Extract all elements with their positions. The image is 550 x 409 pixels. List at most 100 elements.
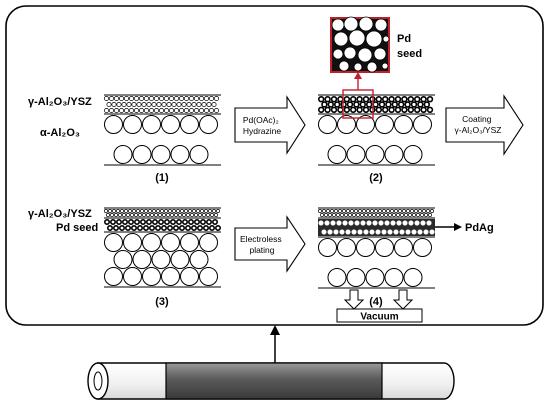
particle bbox=[134, 219, 141, 226]
particle bbox=[134, 95, 140, 101]
particle bbox=[189, 250, 209, 269]
particle bbox=[392, 213, 397, 218]
particle bbox=[164, 219, 171, 226]
particle bbox=[123, 267, 142, 286]
particle bbox=[191, 101, 197, 107]
particle bbox=[152, 219, 159, 226]
zoom-particle bbox=[343, 46, 357, 60]
particle bbox=[410, 101, 418, 108]
particle bbox=[390, 209, 395, 214]
particle bbox=[378, 101, 386, 108]
particle bbox=[356, 238, 375, 257]
particle bbox=[208, 209, 213, 214]
particle bbox=[321, 101, 328, 108]
particle bbox=[134, 213, 139, 218]
particle bbox=[180, 209, 185, 214]
particle bbox=[123, 209, 128, 214]
particle bbox=[375, 238, 394, 257]
particle bbox=[426, 106, 434, 114]
particle bbox=[337, 238, 356, 257]
particle bbox=[149, 95, 155, 101]
particle bbox=[374, 209, 379, 214]
pdag-pointer bbox=[435, 223, 462, 231]
particle bbox=[142, 115, 161, 134]
particle bbox=[170, 213, 175, 218]
particle bbox=[212, 209, 217, 214]
particle bbox=[420, 220, 426, 226]
particle bbox=[129, 107, 135, 113]
zoom-particle bbox=[358, 16, 374, 32]
particle bbox=[426, 220, 432, 226]
step-label-4: (4) bbox=[369, 296, 383, 308]
particle bbox=[146, 219, 153, 226]
particle bbox=[384, 268, 404, 287]
particle bbox=[413, 115, 432, 134]
particle bbox=[142, 213, 147, 218]
particle bbox=[345, 229, 351, 235]
particle bbox=[353, 101, 360, 108]
zoom-particle bbox=[382, 35, 390, 43]
particle bbox=[104, 115, 123, 134]
particle bbox=[188, 209, 193, 214]
particle bbox=[330, 209, 335, 214]
step-label-2: (2) bbox=[369, 172, 383, 184]
particle bbox=[390, 220, 396, 226]
particle bbox=[113, 225, 120, 232]
particle bbox=[346, 101, 354, 108]
particle bbox=[412, 213, 417, 218]
particle bbox=[404, 213, 409, 218]
particle bbox=[324, 95, 331, 103]
particle bbox=[174, 107, 180, 113]
particle bbox=[110, 219, 117, 226]
particle bbox=[140, 219, 147, 226]
particle bbox=[318, 106, 325, 114]
particle bbox=[149, 107, 155, 113]
zoom-particle bbox=[381, 62, 389, 70]
svg-text:Coating γ-Al₂O₃/YSZ: Coating γ-Al₂O₃/YSZ bbox=[455, 114, 502, 135]
particle bbox=[376, 213, 381, 218]
particle bbox=[384, 220, 390, 226]
particle bbox=[123, 95, 129, 101]
particle bbox=[176, 209, 181, 214]
particle bbox=[155, 225, 162, 232]
particle bbox=[328, 213, 333, 218]
particle bbox=[184, 209, 189, 214]
particle bbox=[203, 225, 210, 232]
particle bbox=[359, 101, 366, 108]
particle bbox=[119, 209, 124, 214]
particle bbox=[131, 225, 138, 232]
particle bbox=[143, 225, 150, 232]
particle bbox=[414, 95, 421, 103]
particle bbox=[209, 107, 215, 113]
particle bbox=[151, 145, 171, 164]
particle bbox=[192, 209, 197, 214]
particle bbox=[176, 101, 182, 107]
particle bbox=[394, 95, 402, 103]
particle bbox=[199, 115, 218, 134]
arrow-coating-gamma: Coating γ-Al₂O₃/YSZ bbox=[445, 94, 524, 156]
particle bbox=[159, 107, 165, 113]
particle bbox=[318, 220, 324, 226]
particle bbox=[327, 229, 333, 235]
particle bbox=[391, 101, 398, 108]
particle bbox=[318, 209, 323, 214]
particle bbox=[158, 213, 163, 218]
particle bbox=[148, 209, 153, 214]
particle bbox=[399, 229, 405, 235]
zoom-particle bbox=[365, 30, 383, 48]
particle bbox=[385, 101, 392, 108]
particle bbox=[116, 101, 122, 107]
particle bbox=[346, 268, 366, 287]
particle bbox=[210, 213, 215, 218]
particle bbox=[366, 101, 373, 108]
particle bbox=[132, 250, 152, 269]
particle bbox=[180, 115, 199, 134]
particle bbox=[382, 95, 389, 103]
vacuum-arrow-right bbox=[392, 289, 414, 310]
particle bbox=[132, 145, 152, 164]
particle bbox=[366, 220, 372, 226]
particle bbox=[170, 145, 190, 164]
particle bbox=[320, 213, 325, 218]
particle bbox=[382, 106, 389, 114]
